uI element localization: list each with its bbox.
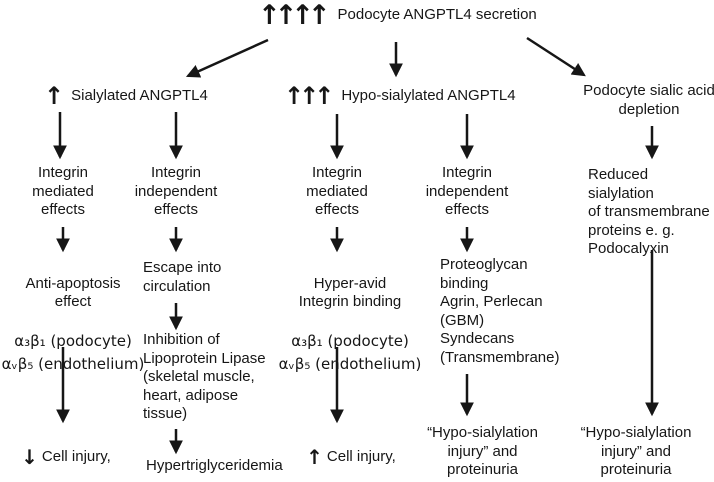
node-proteoglycan-binding: Proteoglycan binding Agrin, Perlecan (GB… — [440, 256, 560, 366]
node-antiapoptosis: Anti-apoptosis effect α₃β₁ (podocyte) αᵥ… — [0, 256, 146, 395]
up-arrow-icon: ↑ — [306, 444, 323, 469]
node-reduced-sialylation: Reduced sialylation of transmembrane pro… — [588, 166, 710, 258]
hypo-label: Hypo-sialylated ANGPTL4 — [341, 86, 516, 104]
node-depletion-header: Podocyte sialic acid depletion — [583, 82, 714, 118]
cell-injury-label: Cell injury, — [41, 447, 111, 465]
node-sialylated-header: ↑ Sialylated ANGPTL4 — [44, 84, 208, 108]
outcome-line1: ↑Cell injury, — [281, 447, 421, 467]
sialylated-label: Sialylated ANGPTL4 — [71, 86, 208, 104]
antiapoptosis-title: Anti-apoptosis effect — [25, 274, 121, 311]
node-root: ↑↑↑↑ Podocyte ANGPTL4 secretion — [258, 2, 537, 29]
outcome-line1: ↓Cell injury, — [0, 447, 132, 467]
arrow-root-to-depletion — [526, 36, 586, 77]
arrow-root-to-sialylated — [185, 38, 269, 78]
node-lipoprotein-inhibition: Inhibition of Lipoprotein Lipase (skelet… — [143, 331, 266, 423]
node-outcome-hypertriglyceridemia: Hypertriglyceridemia — [146, 457, 283, 474]
integrin-subunits: α₃β₁ (podocyte) αᵥβ₅ (endothelium) — [278, 332, 422, 374]
up-arrow-icon: ↑ — [44, 82, 65, 110]
node-integrin-independent-mid: Integrin independent effects — [425, 164, 509, 219]
node-integrin-mediated-mid: Integrin mediated effects — [306, 164, 368, 219]
node-outcome-antiproteinuric: ↓Cell injury, anti-proteinuric — [0, 428, 132, 482]
node-integrin-independent-left: Integrin independent effects — [134, 164, 218, 219]
down-arrow-icon: ↓ — [21, 444, 38, 469]
node-outcome-hyposialylation-right: “Hypo-sialylation injury” and proteinuri… — [580, 424, 692, 479]
node-hyperavid-binding: Hyper-avid Integrin binding α₃β₁ (podocy… — [275, 256, 425, 395]
root-label: Podocyte ANGPTL4 secretion — [337, 6, 537, 24]
node-escape-circulation: Escape into circulation — [143, 259, 222, 295]
cell-injury-label: Cell injury, — [326, 447, 396, 465]
up-arrows-icon: ↑↑↑↑ — [258, 0, 330, 31]
node-outcome-hyposialylation-mid: “Hypo-sialylation injury” and proteinuri… — [427, 424, 538, 479]
node-hypo-header: ↑↑↑ Hypo-sialylated ANGPTL4 — [284, 84, 516, 108]
integrin-subunits: α₃β₁ (podocyte) αᵥβ₅ (endothelium) — [1, 332, 145, 374]
hyperavid-title: Hyper-avid Integrin binding — [298, 274, 402, 311]
node-outcome-proproteinuric: ↑Cell injury, pro-proteinuric — [281, 428, 421, 482]
node-integrin-mediated-left: Integrin mediated effects — [32, 164, 94, 219]
up-arrows-icon: ↑↑↑ — [284, 82, 334, 110]
